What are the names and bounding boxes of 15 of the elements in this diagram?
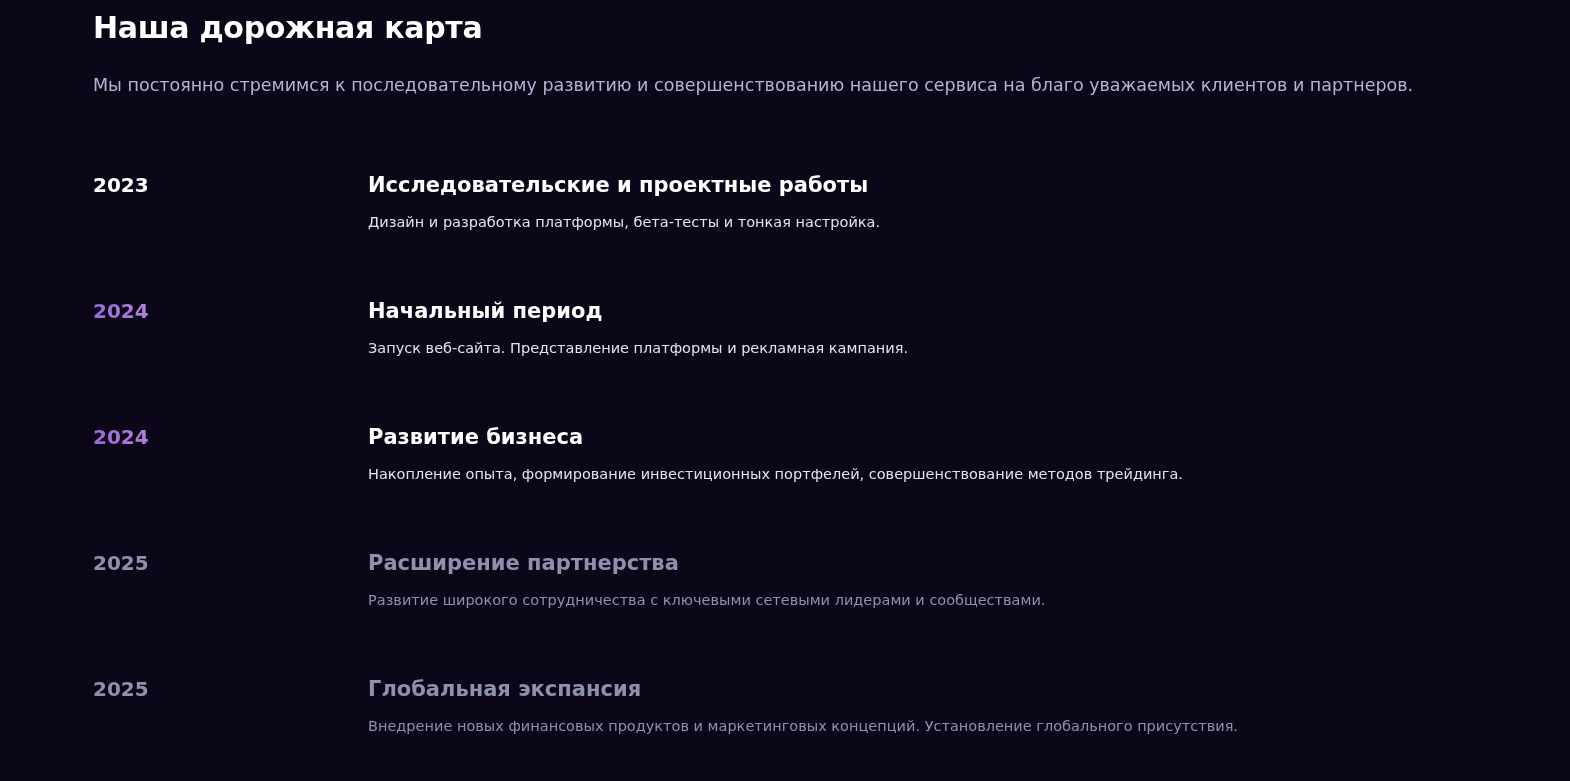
year-label: 2025 (93, 550, 149, 576)
milestone-heading: Расширение партнерства (368, 550, 679, 576)
milestone-heading: Глобальная экспансия (368, 676, 642, 702)
milestone-heading: Начальный период (368, 298, 603, 324)
milestone-description: Дизайн и разработка платформы, бета-тесты и тонкая настройка. (368, 213, 881, 232)
milestone-description: Внедрение новых финансовых продуктов и маркетинговых концепций. Установление глобального присутствия. (368, 717, 1238, 736)
milestone-heading: Развитие бизнеса (368, 424, 584, 450)
year-label: 2025 (93, 676, 149, 702)
milestone-description: Запуск веб-сайта. Представление платформы и рекламная кампания. (368, 339, 909, 358)
page-subtitle: Мы постоянно стремимся к последовательному развитию и совершенствованию нашего сервиса на благо уважаемых клиентов и партнеров. (93, 74, 1414, 97)
milestone-heading: Исследовательские и проектные работы (368, 172, 869, 198)
page-title: Наша дорожная карта (93, 9, 483, 47)
milestone-description: Развитие широкого сотрудничества с ключевыми сетевыми лидерами и сообществами. (368, 591, 1046, 610)
year-label: 2023 (93, 172, 149, 198)
milestone-description: Накопление опыта, формирование инвестиционных портфелей, совершенствование методов трейдинга. (368, 465, 1183, 484)
